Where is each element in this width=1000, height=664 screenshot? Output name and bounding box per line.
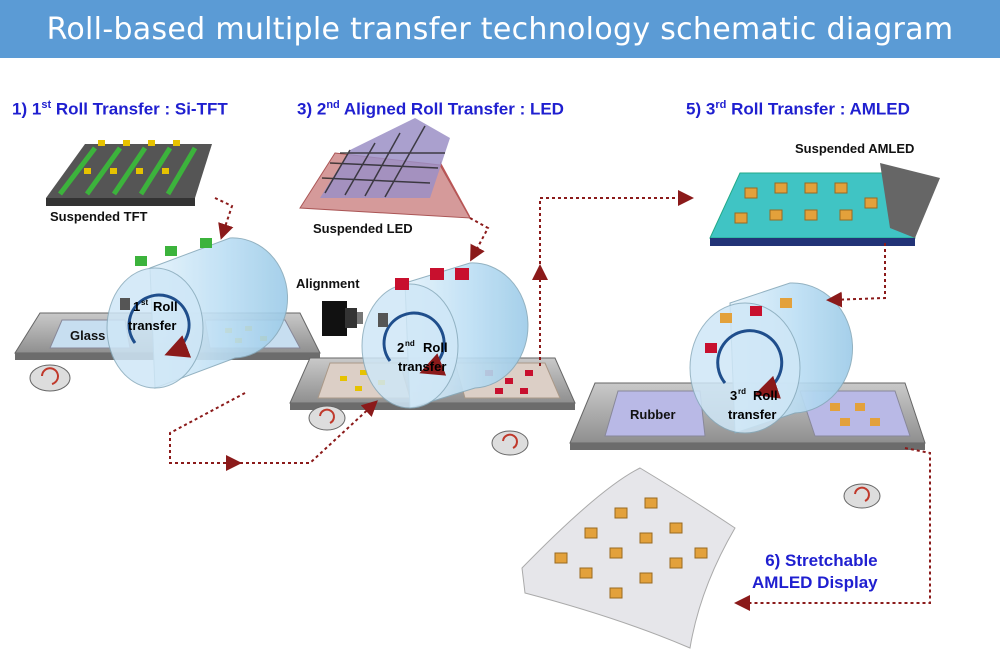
roll2-ordinal-suffix: nd xyxy=(405,339,415,348)
roll3-text-a: Roll xyxy=(753,388,778,403)
page-title: Roll-based multiple transfer technology … xyxy=(47,12,954,47)
title-banner: Roll-based multiple transfer technology … xyxy=(0,0,1000,58)
suspended-tft-sample xyxy=(46,140,212,206)
arrow-to-led-plate xyxy=(240,403,375,463)
roll2-text-a: Roll xyxy=(423,340,448,355)
roll2-text-b: transfer xyxy=(398,359,446,374)
conveyor-wheel-3 xyxy=(492,431,528,455)
alignment-camera xyxy=(322,301,363,336)
arrow-to-display xyxy=(738,448,930,603)
glass-label: Glass xyxy=(70,328,105,343)
roll1-ordinal: 1 xyxy=(133,299,140,314)
rubber-label: Rubber xyxy=(630,407,676,422)
suspended-led-label: Suspended LED xyxy=(313,221,413,236)
suspended-amled-label: Suspended AMLED xyxy=(795,141,914,156)
suspended-tft-label: Suspended TFT xyxy=(50,209,148,224)
arrow-to-amled xyxy=(540,198,690,366)
roll3-text-b: transfer xyxy=(728,407,776,422)
roll1-ordinal-suffix: st xyxy=(141,298,148,307)
suspended-led-sample xyxy=(300,118,470,218)
process-diagram: Suspended TFT Glass 1 st Roll transfer S… xyxy=(0,58,1000,664)
roll1-text-a: Roll xyxy=(153,299,178,314)
conveyor-wheel-4 xyxy=(844,484,880,508)
arrow-led-to-roll2 xyxy=(470,218,488,258)
arrow-plate1-to-plate2 xyxy=(170,393,245,463)
stretchable-display xyxy=(522,468,735,648)
suspended-amled-sample xyxy=(710,163,940,246)
arrow-amled-to-roll3 xyxy=(830,243,885,300)
roll3-ordinal-suffix: rd xyxy=(738,387,746,396)
roll1-text-b: transfer xyxy=(128,318,176,333)
arrow-tft-to-roll1 xyxy=(215,198,232,236)
conveyor-wheel-1 xyxy=(30,365,70,391)
conveyor-wheel-2 xyxy=(309,406,345,430)
alignment-label: Alignment xyxy=(296,276,360,291)
roll2-ordinal: 2 xyxy=(397,340,404,355)
roll3-ordinal: 3 xyxy=(730,388,737,403)
